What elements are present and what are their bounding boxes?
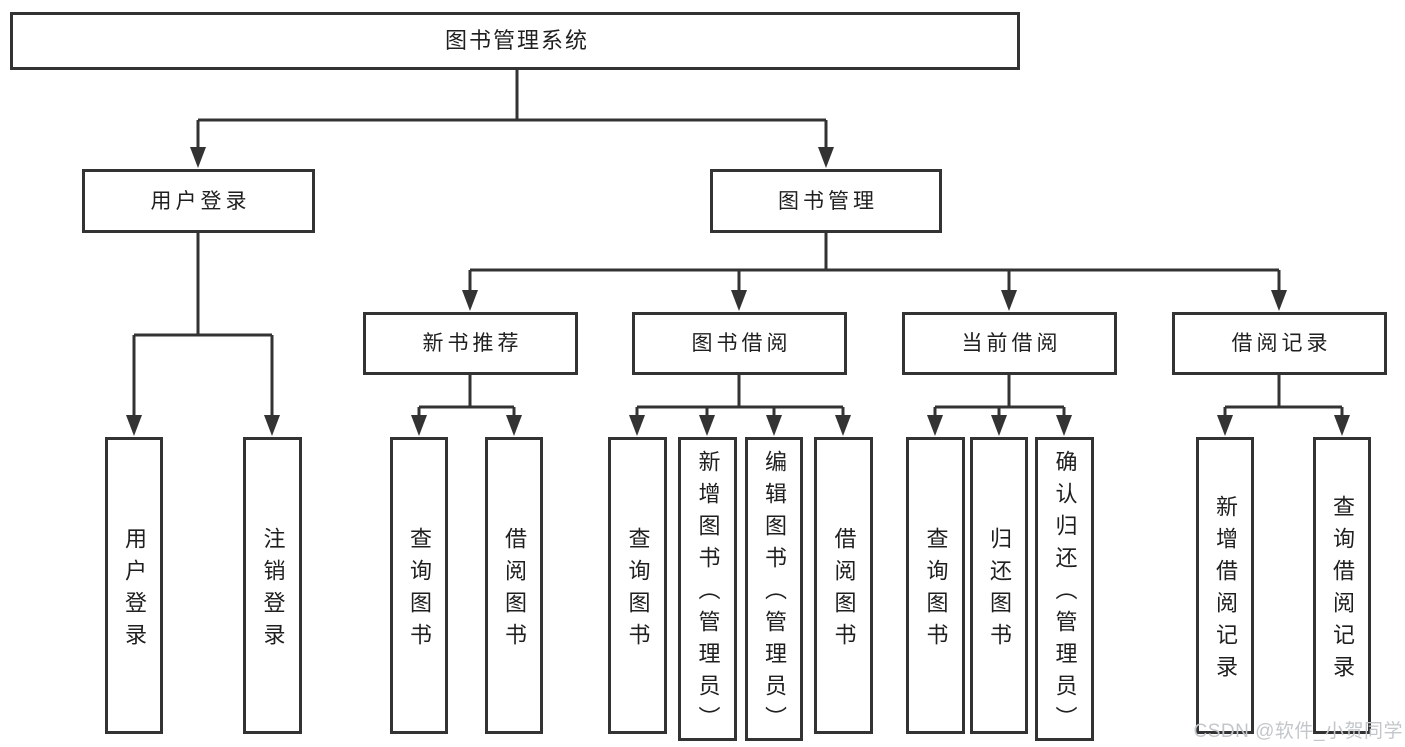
leaf-logout: 注销登录 (243, 437, 302, 734)
leaf-user-login-label: 用户登录 (122, 526, 147, 655)
leaf-current-query-books: 查询图书 (906, 437, 965, 734)
leaf-recommend-borrow-books: 借阅图书 (485, 437, 543, 734)
node-book-management: 图书管理 (710, 169, 942, 233)
node-new-book-recommend-label: 新书推荐 (422, 332, 523, 355)
leaf-borrowing-add-books-admin-label: 新增图书（管理员） (695, 450, 721, 738)
leaf-borrowing-query-books: 查询图书 (608, 437, 667, 734)
leaf-records-query-record: 查询借阅记录 (1313, 437, 1371, 734)
csdn-watermark: CSDN @软件_小贺同学 (1193, 721, 1403, 742)
leaf-recommend-query-books: 查询图书 (390, 437, 448, 734)
leaf-records-add-record: 新增借阅记录 (1196, 437, 1254, 734)
tree-edges (132, 70, 1344, 418)
leaf-current-confirm-return-admin: 确认归还（管理员） (1035, 437, 1094, 741)
node-new-book-recommend: 新书推荐 (363, 312, 578, 375)
leaf-current-query-books-label: 查询图书 (923, 526, 949, 655)
leaf-user-login: 用户登录 (105, 437, 163, 734)
node-root-label: 图书管理系统 (444, 28, 589, 53)
node-book-borrowing-label: 图书借阅 (691, 332, 792, 355)
leaf-borrowing-query-books-label: 查询图书 (625, 526, 651, 655)
leaf-borrowing-borrow-books-label: 借阅图书 (831, 526, 857, 655)
node-current-borrowing: 当前借阅 (902, 312, 1117, 375)
leaf-current-return-books: 归还图书 (970, 437, 1028, 734)
leaf-recommend-query-books-label: 查询图书 (407, 526, 432, 655)
node-root: 图书管理系统 (10, 12, 1020, 70)
leaf-records-query-record-label: 查询借阅记录 (1330, 494, 1355, 687)
leaf-borrowing-edit-books-admin: 编辑图书（管理员） (745, 437, 803, 741)
node-borrow-records: 借阅记录 (1172, 312, 1387, 375)
node-book-borrowing: 图书借阅 (632, 312, 847, 375)
node-borrow-records-label: 借阅记录 (1231, 332, 1332, 355)
leaf-records-add-record-label: 新增借阅记录 (1213, 494, 1238, 687)
leaf-current-confirm-return-admin-label: 确认归还（管理员） (1052, 450, 1078, 738)
leaf-borrowing-add-books-admin: 新增图书（管理员） (678, 437, 737, 741)
leaf-borrowing-edit-books-admin-label: 编辑图书（管理员） (762, 450, 787, 738)
leaf-borrowing-borrow-books: 借阅图书 (814, 437, 873, 734)
leaf-logout-label: 注销登录 (260, 526, 286, 655)
node-user-login-label: 用户登录 (150, 189, 251, 213)
node-current-borrowing-label: 当前借阅 (961, 332, 1062, 355)
node-book-management-label: 图书管理 (778, 189, 878, 213)
arrowheads (126, 147, 1350, 436)
leaf-recommend-borrow-books-label: 借阅图书 (502, 526, 527, 655)
leaf-current-return-books-label: 归还图书 (987, 526, 1012, 655)
node-user-login: 用户登录 (82, 169, 315, 233)
